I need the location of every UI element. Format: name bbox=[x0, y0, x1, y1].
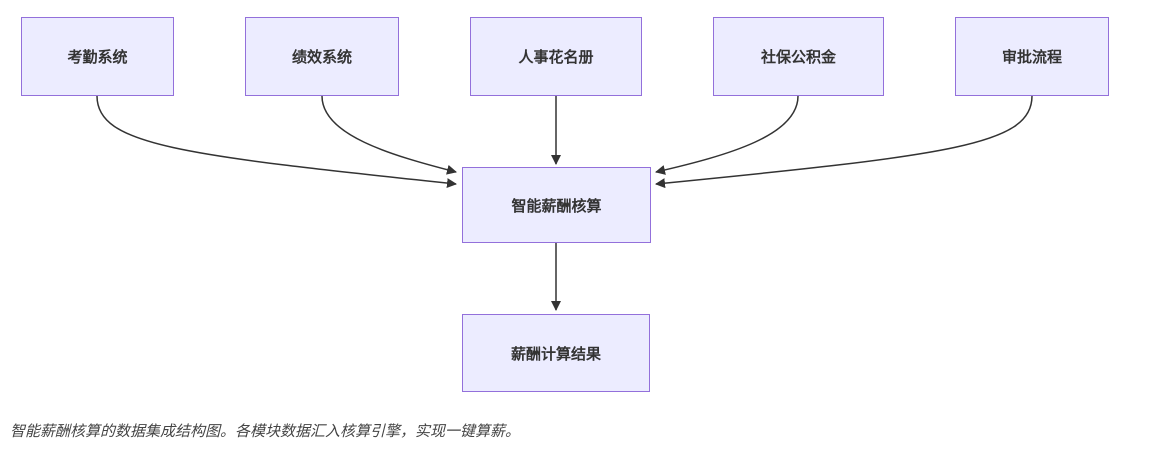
edges bbox=[96, 95, 1033, 311]
node-social-insurance-housing-fund: 社保公积金 bbox=[713, 17, 884, 96]
node-hr-roster: 人事花名册 bbox=[470, 17, 642, 96]
node-performance-system: 绩效系统 bbox=[245, 17, 399, 96]
edge-approval-to-engine bbox=[655, 95, 1033, 189]
edge-performance-to-engine bbox=[321, 95, 457, 175]
flowchart: 考勤系统 绩效系统 人事花名册 社保公积金 审批流程 智能薪酬核算 薪酬计算结果 bbox=[21, 17, 1109, 392]
figure-caption: 智能薪酬核算的数据集成结构图。各模块数据汇入核算引擎，实现一键算薪。 bbox=[10, 422, 521, 440]
edge-attendance-to-engine bbox=[96, 95, 457, 189]
edge-social-insurance-to-engine bbox=[655, 95, 799, 175]
node-smart-payroll-engine: 智能薪酬核算 bbox=[462, 167, 651, 243]
node-attendance-system: 考勤系统 bbox=[21, 17, 174, 96]
node-approval-process: 审批流程 bbox=[955, 17, 1109, 96]
node-payroll-result: 薪酬计算结果 bbox=[462, 314, 650, 392]
